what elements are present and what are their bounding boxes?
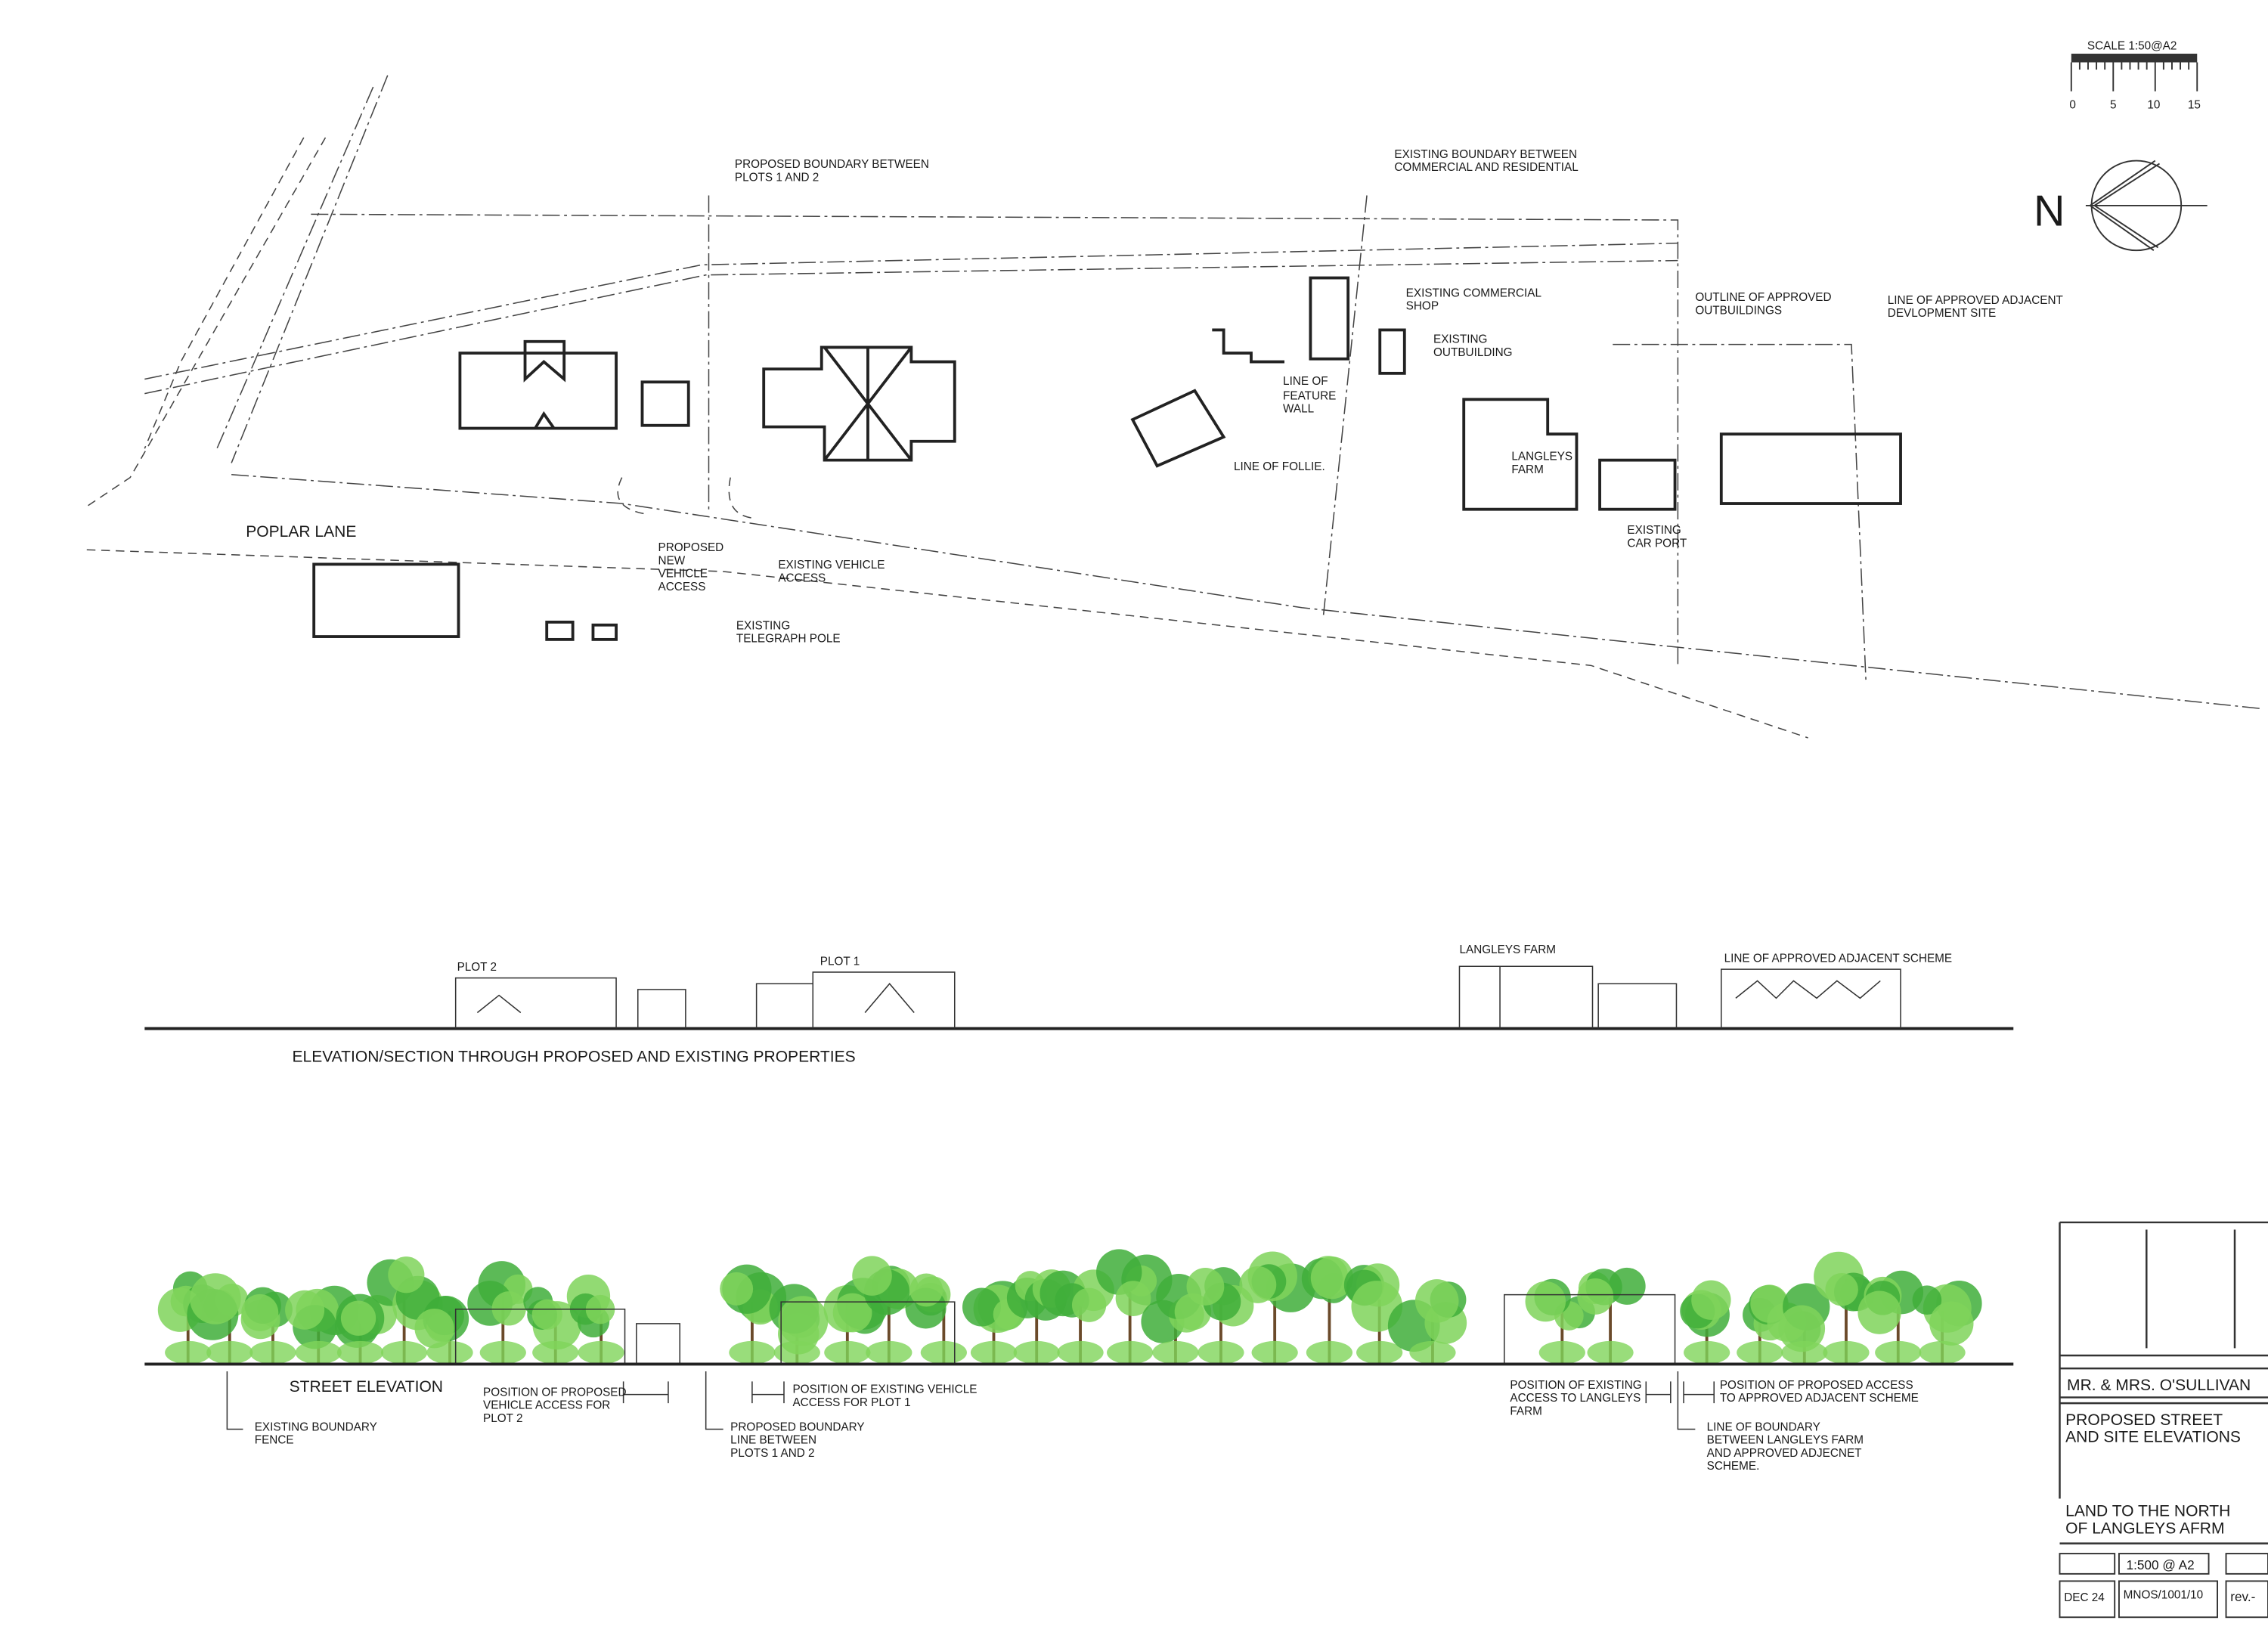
tree-icon [467, 1261, 533, 1365]
drawing-title: AND SITE ELEVATIONS [2065, 1429, 2241, 1446]
label-access-langleys: ACCESS TO LANGLEYS [1510, 1392, 1641, 1405]
label-feature-wall: FEATURE [1283, 389, 1336, 402]
label-boundary-plots: PLOTS 1 AND 2 [730, 1447, 814, 1460]
tree-icon [1680, 1280, 1731, 1365]
tree-icon [769, 1284, 829, 1365]
label-adjacent-site: LINE OF APPROVED ADJACENT [1888, 294, 2063, 307]
label-langleys-farm: FARM [1511, 463, 1544, 476]
label-adjacent-site: DEVLOPMENT SITE [1888, 307, 1996, 320]
tree-icon [523, 1287, 581, 1365]
label-poplar-lane: POPLAR LANE [246, 523, 356, 541]
label-feature-wall: LINE OF [1283, 375, 1328, 388]
drawing-revision: rev.- [2230, 1589, 2255, 1604]
label-access-langleys: FARM [1510, 1405, 1542, 1417]
label-boundary-langleys: LINE OF BOUNDARY [1707, 1420, 1820, 1433]
plan-labels: PROPOSED BOUNDARY BETWEEN PLOTS 1 AND 2 … [246, 148, 2063, 646]
label-access-plot2: VEHICLE ACCESS FOR [483, 1399, 610, 1412]
label-new-access: NEW [658, 554, 686, 567]
label-follie: LINE OF FOLLIE. [1234, 460, 1325, 473]
label-access-plot2: PLOT 2 [483, 1412, 522, 1425]
tree-icon [1814, 1251, 1875, 1365]
scale-tick-label: 0 [2069, 99, 2076, 112]
label-access-adjacent: TO APPROVED ADJACENT SCHEME [1720, 1392, 1919, 1405]
label-car-port: EXISTING [1627, 524, 1681, 537]
drawing-date: DEC 24 [2064, 1591, 2105, 1604]
label-existing-access: ACCESS [778, 572, 826, 584]
title-block: MR. & MRS. O'SULLIVAN PROPOSED STREET AN… [2059, 1221, 2268, 1619]
label-approved-outbuildings: OUTLINE OF APPROVED [1695, 291, 1831, 304]
section-elevation: PLOT 2 PLOT 1 LANGLEYS FARM LINE OF APPR… [144, 943, 2014, 1066]
label-plot2: PLOT 2 [457, 961, 497, 974]
tree-icon [1767, 1283, 1830, 1365]
label-fence: FENCE [255, 1434, 294, 1447]
label-new-access: PROPOSED [658, 541, 724, 554]
street-title: STREET ELEVATION [290, 1378, 443, 1396]
label-boundary-commercial: EXISTING BOUNDARY BETWEEN [1394, 148, 1577, 161]
label-boundary-plots: PROPOSED BOUNDARY BETWEEN [735, 158, 929, 171]
tree-icon [414, 1296, 473, 1365]
label-langleys-farm: LANGLEYS FARM [1459, 943, 1556, 956]
tree-icon [240, 1287, 296, 1365]
site-plan [86, 75, 2264, 739]
label-boundary-langleys: AND APPROVED ADJECNET [1707, 1447, 1862, 1460]
label-access-plot1: ACCESS FOR PLOT 1 [792, 1396, 910, 1409]
scale-title: SCALE 1:50@A2 [2087, 39, 2177, 52]
label-boundary-commercial: COMMERCIAL AND RESIDENTIAL [1394, 161, 1578, 174]
site-name: LAND TO THE NORTH [2065, 1502, 2230, 1520]
scale-tick-label: 10 [2147, 99, 2160, 112]
label-access-adjacent: POSITION OF PROPOSED ACCESS [1720, 1379, 1913, 1392]
label-existing-access: EXISTING VEHICLE [778, 559, 885, 572]
tree-icon [1577, 1267, 1646, 1365]
north-arrow-icon: N [2034, 160, 2208, 252]
tree-icon [1912, 1281, 1982, 1365]
section-title: ELEVATION/SECTION THROUGH PROPOSED AND E… [292, 1049, 855, 1066]
scale-bar-fill [2071, 54, 2198, 63]
drawing-number: MNOS/1001/10 [2124, 1588, 2203, 1601]
tree-icon [905, 1273, 967, 1365]
label-telegraph-pole: TELEGRAPH POLE [736, 633, 841, 646]
label-approved-outbuildings: OUTBUILDINGS [1695, 304, 1782, 317]
label-outbuilding: EXISTING [1433, 333, 1487, 346]
label-feature-wall: WALL [1283, 403, 1314, 416]
label-boundary-langleys: BETWEEN LANGLEYS FARM [1707, 1434, 1864, 1447]
scale-tick-label: 15 [2188, 99, 2201, 112]
tree-icon [1040, 1269, 1114, 1365]
tree-icon [1857, 1270, 1924, 1365]
tree-icon [852, 1256, 919, 1365]
label-boundary-plots: PROPOSED BOUNDARY [730, 1420, 864, 1433]
label-commercial-shop: EXISTING COMMERCIAL [1406, 287, 1541, 299]
site-name: OF LANGLEYS AFRM [2065, 1520, 2224, 1537]
label-telegraph-pole: EXISTING [736, 619, 790, 632]
label-plot1: PLOT 1 [820, 955, 860, 968]
tree-icon [1301, 1256, 1354, 1365]
drawing-scale: 1:500 @ A2 [2126, 1557, 2194, 1572]
label-access-plot2: POSITION OF PROPOSED [483, 1386, 627, 1399]
label-outbuilding: OUTBUILDING [1433, 346, 1513, 359]
tree-icon [1343, 1263, 1403, 1365]
label-langleys-farm: LANGLEYS [1511, 451, 1572, 463]
label-commercial-shop: SHOP [1406, 300, 1439, 313]
label-adjacent-scheme: LINE OF APPROVED ADJACENT SCHEME [1724, 953, 1952, 965]
scale-tick-label: 5 [2110, 99, 2117, 112]
label-car-port: CAR PORT [1627, 537, 1687, 550]
drawing-title: PROPOSED STREET [2065, 1411, 2223, 1429]
label-fence: EXISTING BOUNDARY [255, 1420, 377, 1433]
label-boundary-plots: PLOTS 1 AND 2 [735, 171, 819, 184]
tree-icon [1239, 1251, 1315, 1365]
label-access-langleys: POSITION OF EXISTING [1510, 1379, 1641, 1392]
label-new-access: ACCESS [658, 581, 706, 593]
street-elevation: STREET ELEVATION EXISTING BOUNDARY FENCE… [144, 1249, 2014, 1473]
label-access-plot1: POSITION OF EXISTING VEHICLE [792, 1383, 977, 1396]
tree-icon [1186, 1267, 1254, 1365]
tree-icon [1387, 1279, 1467, 1365]
scale-bar: SCALE 1:50@A2 0 5 10 15 [2069, 39, 2200, 111]
north-label: N [2034, 187, 2065, 236]
client-name: MR. & MRS. O'SULLIVAN [2067, 1377, 2251, 1394]
label-boundary-plots: LINE BETWEEN [730, 1434, 816, 1447]
trees [157, 1249, 1982, 1365]
label-boundary-langleys: SCHEME. [1707, 1460, 1760, 1473]
tree-icon [187, 1273, 253, 1365]
label-new-access: VEHICLE [658, 568, 708, 581]
